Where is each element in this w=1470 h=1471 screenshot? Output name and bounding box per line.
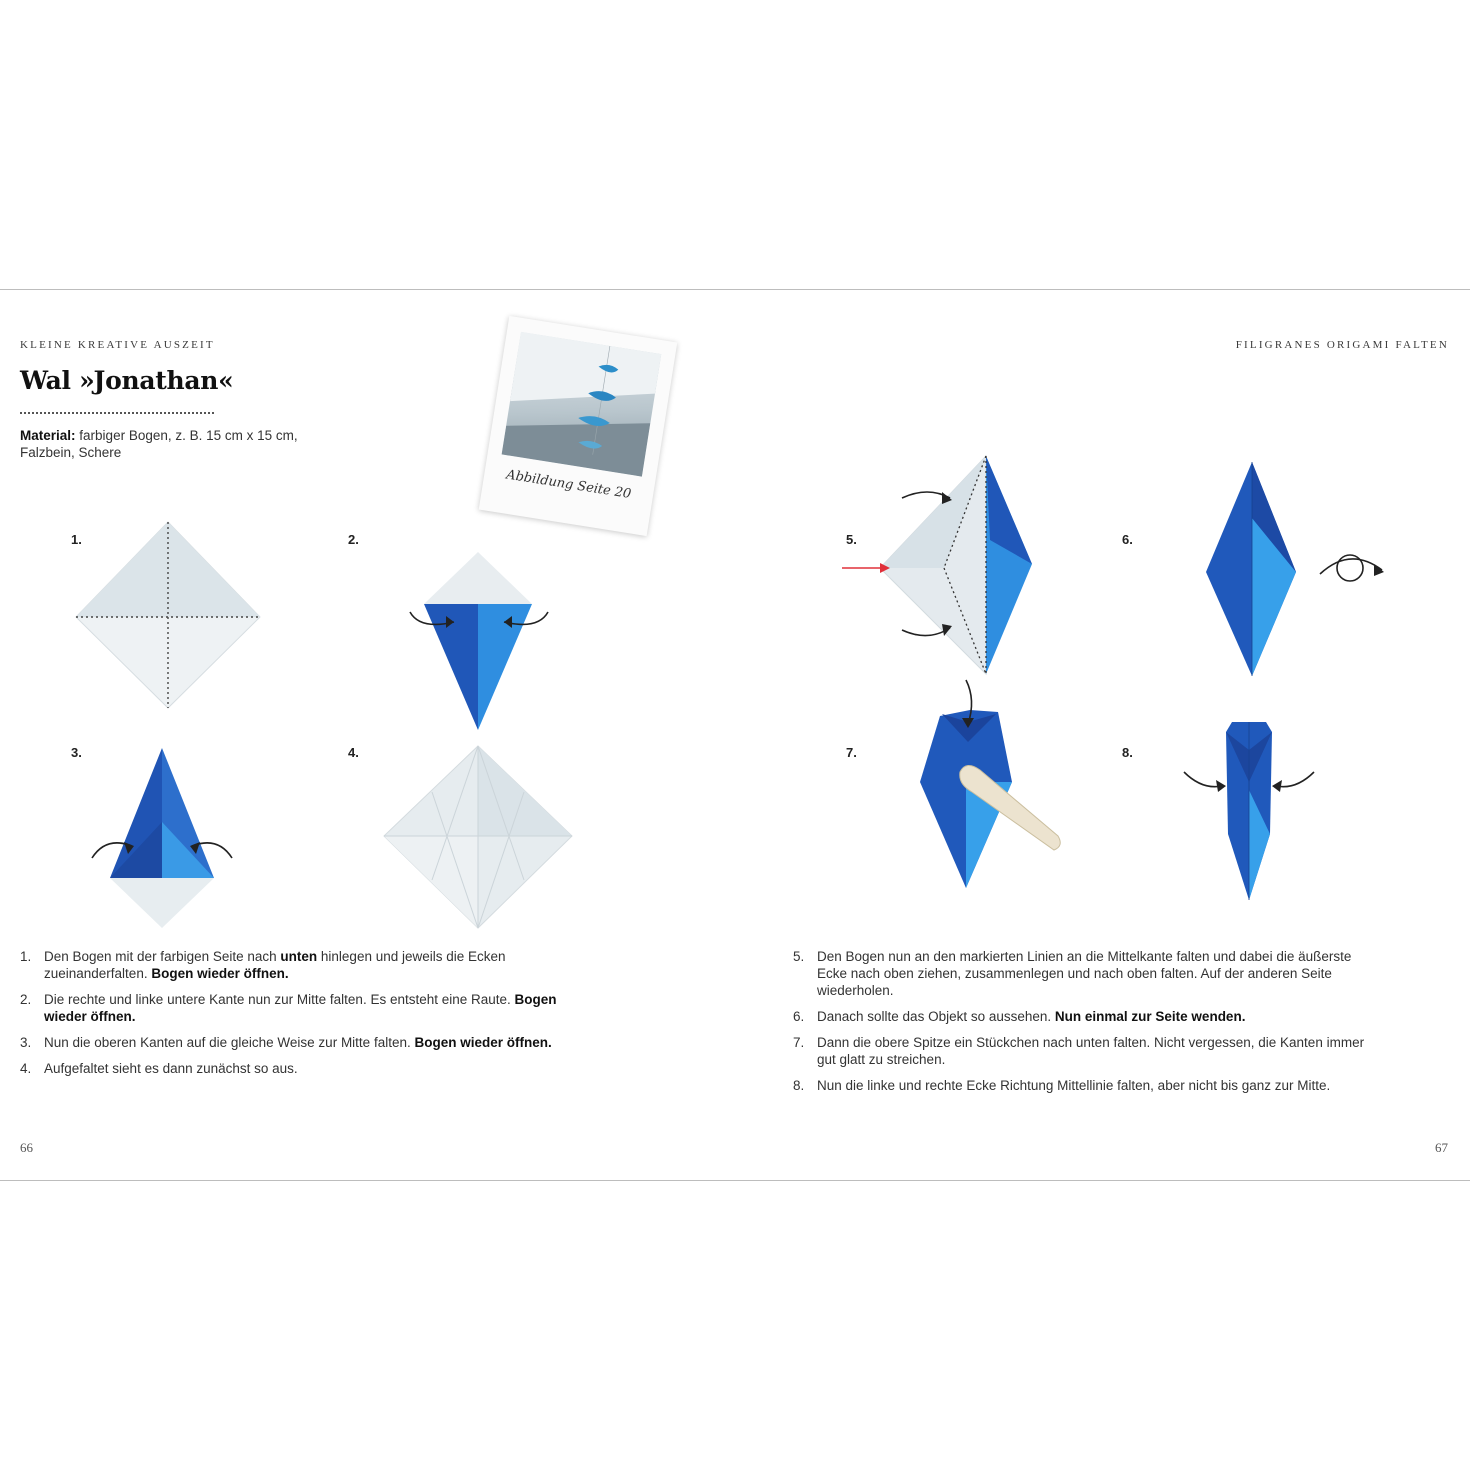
step-label-1: 1. xyxy=(71,532,82,547)
instruction-number: 7. xyxy=(793,1035,805,1050)
instruction-number: 5. xyxy=(793,949,805,964)
page-title: Wal »Jonathan« xyxy=(20,366,234,395)
instruction-number: 1. xyxy=(20,949,32,964)
instruction-number: 2. xyxy=(20,992,32,1007)
instructions-left: 1.Den Bogen mit der farbigen Seite nach … xyxy=(20,948,600,1086)
step-label-8: 8. xyxy=(1122,745,1133,760)
step-1-diagram xyxy=(75,521,261,709)
material-text: farbiger Bogen, z. B. 15 cm x 15 cm, Fal… xyxy=(20,428,298,460)
page-number-left: 66 xyxy=(20,1140,33,1155)
book-spread xyxy=(0,289,1470,1181)
whale-icon-1 xyxy=(598,364,619,373)
step-6-diagram xyxy=(1206,462,1384,676)
title-dotted-rule xyxy=(20,412,214,414)
instruction-number: 6. xyxy=(793,1009,805,1024)
instruction-8: 8.Nun die linke und rechte Ecke Richtung… xyxy=(793,1078,1331,1093)
material-note: Material: farbiger Bogen, z. B. 15 cm x … xyxy=(20,427,340,461)
instruction-number: 4. xyxy=(20,1061,32,1076)
step-label-6: 6. xyxy=(1122,532,1133,547)
instruction-3: 3.Nun die oberen Kanten auf die gleiche … xyxy=(20,1035,552,1050)
instruction-1: 1.Den Bogen mit der farbigen Seite nach … xyxy=(20,949,506,981)
whale-icon-3 xyxy=(578,416,610,426)
turn-over-icon xyxy=(1319,554,1384,582)
whale-icon-2 xyxy=(588,391,616,401)
running-head-right: FILIGRANES ORIGAMI FALTEN xyxy=(1235,339,1449,351)
bone-folder-icon xyxy=(959,765,1061,851)
running-head-left: KLEINE KREATIVE AUSZEIT xyxy=(20,339,215,351)
instruction-6: 6.Danach sollte das Objekt so aussehen. … xyxy=(793,1009,1246,1024)
whale-icon-4 xyxy=(578,440,603,449)
step-label-2: 2. xyxy=(348,532,359,547)
step-label-4: 4. xyxy=(348,745,359,760)
step-label-5: 5. xyxy=(846,532,857,547)
step-8-diagram xyxy=(1183,722,1315,900)
instruction-number: 8. xyxy=(793,1078,805,1093)
step-label-7: 7. xyxy=(846,745,857,760)
instructions-right: 5.Den Bogen nun an den markierten Linien… xyxy=(793,948,1373,1103)
polaroid-photo: Abbildung Seite 20 xyxy=(478,315,678,537)
step-4-diagram xyxy=(383,745,573,929)
instruction-7: 7.Dann die obere Spitze ein Stückchen na… xyxy=(793,1035,1365,1067)
instruction-2: 2.Die rechte und linke untere Kante nun … xyxy=(20,992,557,1024)
step-5-diagram xyxy=(842,454,1032,676)
page-number-right: 67 xyxy=(1435,1140,1448,1155)
step-2-diagram xyxy=(409,552,549,730)
instruction-5: 5.Den Bogen nun an den markierten Linien… xyxy=(793,949,1352,998)
whale-mobile-photo xyxy=(501,331,662,477)
step-7-diagram xyxy=(920,679,1061,888)
instruction-number: 3. xyxy=(20,1035,32,1050)
material-label: Material: xyxy=(20,428,76,443)
instruction-4: 4.Aufgefaltet sieht es dann zunächst so … xyxy=(20,1061,298,1076)
step-label-3: 3. xyxy=(71,745,82,760)
step-3-diagram xyxy=(91,748,233,928)
